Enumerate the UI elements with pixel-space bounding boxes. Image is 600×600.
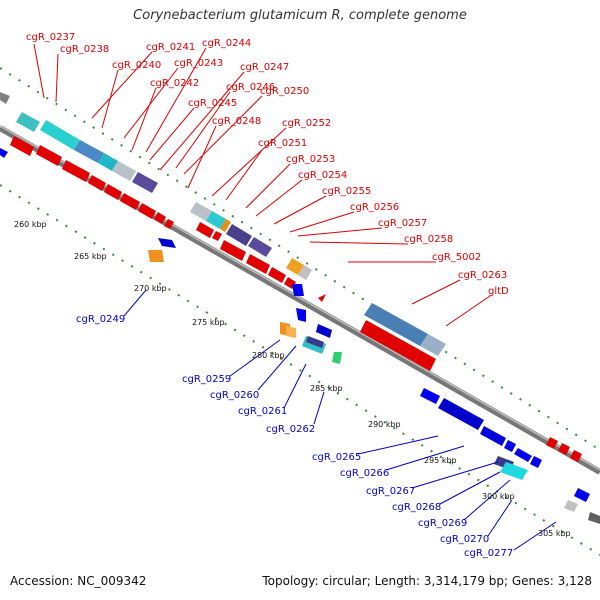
reverse-gene-label[interactable]: cgR_0249 (76, 314, 125, 325)
forward-gene-label[interactable]: cgR_0253 (286, 154, 335, 165)
forward-gene-label[interactable]: cgR_0240 (112, 60, 161, 71)
forward-leader-lines (33, 43, 491, 327)
forward-gene-label[interactable]: cgR_5002 (432, 252, 481, 263)
forward-gene-label[interactable]: cgR_0255 (322, 186, 371, 197)
topology-text: Topology: circular; Length: 3,314,179 bp… (262, 574, 592, 588)
forward-gene-label[interactable]: cgR_0238 (60, 44, 109, 55)
forward-gene-label[interactable]: cgR_0256 (350, 202, 399, 213)
forward-gene-label[interactable]: cgR_0247 (240, 62, 289, 73)
reverse-gene-label[interactable]: cgR_0262 (266, 424, 315, 435)
outer-dotted-ring-bottom (0, 184, 600, 556)
reverse-gene-label[interactable]: cgR_0277 (464, 548, 513, 559)
forward-gene-label[interactable]: cgR_0243 (174, 58, 223, 69)
forward-gene-label[interactable]: cgR_0237 (26, 32, 75, 43)
reverse-gene-label[interactable]: cgR_0269 (418, 518, 467, 529)
forward-gene-label[interactable]: gltD (488, 286, 509, 297)
ruler-tick-label: 285 kbp (310, 384, 343, 393)
ruler-tick-label: 270 kbp (134, 284, 167, 293)
forward-gene-label[interactable]: cgR_0252 (282, 118, 331, 129)
ruler-tick-label: 300 kbp (482, 492, 515, 501)
reverse-gene-label[interactable]: cgR_0270 (440, 534, 489, 545)
reverse-gene-label[interactable]: cgR_0266 (340, 468, 389, 479)
reverse-gene-label[interactable]: cgR_0268 (392, 502, 441, 513)
ruler-tick-label: 280 kbp (252, 351, 285, 360)
forward-gene-label[interactable]: cgR_0251 (258, 138, 307, 149)
forward-gene-label[interactable]: cgR_0263 (458, 270, 507, 281)
reverse-gene-label[interactable]: cgR_0267 (366, 486, 415, 497)
forward-gene-boxes (16, 112, 446, 356)
ruler-tick-label: 295 kbp (424, 456, 457, 465)
reverse-gene-label[interactable]: cgR_0261 (238, 406, 287, 417)
ruler-tick-label: 260 kbp (14, 220, 47, 229)
forward-gene-label[interactable]: cgR_0244 (202, 38, 251, 49)
ruler-tick-label: 290 kbp (368, 420, 401, 429)
ruler-tick-label: 275 kbp (192, 318, 225, 327)
forward-gene-label[interactable]: cgR_0245 (188, 98, 237, 109)
forward-gene-label[interactable]: cgR_0246 (226, 82, 275, 93)
ruler-tick-label: 305 kbp (538, 529, 571, 538)
forward-gene-label[interactable]: cgR_0250 (260, 86, 309, 97)
reverse-gene-boxes (0, 92, 600, 524)
map-title: Corynebacterium glutamicum R, complete g… (133, 8, 467, 23)
forward-gene-label[interactable]: cgR_0241 (146, 42, 195, 53)
forward-gene-label[interactable]: cgR_0254 (298, 170, 347, 181)
reverse-leader-lines (123, 289, 557, 551)
forward-gene-label[interactable]: cgR_0257 (378, 218, 427, 229)
reverse-gene-label[interactable]: cgR_0260 (210, 390, 259, 401)
forward-gene-label[interactable]: cgR_0242 (150, 78, 199, 89)
reverse-gene-label[interactable]: cgR_0259 (182, 374, 231, 385)
forward-gene-label[interactable]: cgR_0258 (404, 234, 453, 245)
ruler-tick-label: 265 kbp (74, 252, 107, 261)
accession-text: Accession: NC_009342 (10, 574, 147, 588)
forward-gene-label[interactable]: cgR_0248 (212, 116, 261, 127)
reverse-gene-label[interactable]: cgR_0265 (312, 452, 361, 463)
forward-red-genes (10, 136, 582, 462)
